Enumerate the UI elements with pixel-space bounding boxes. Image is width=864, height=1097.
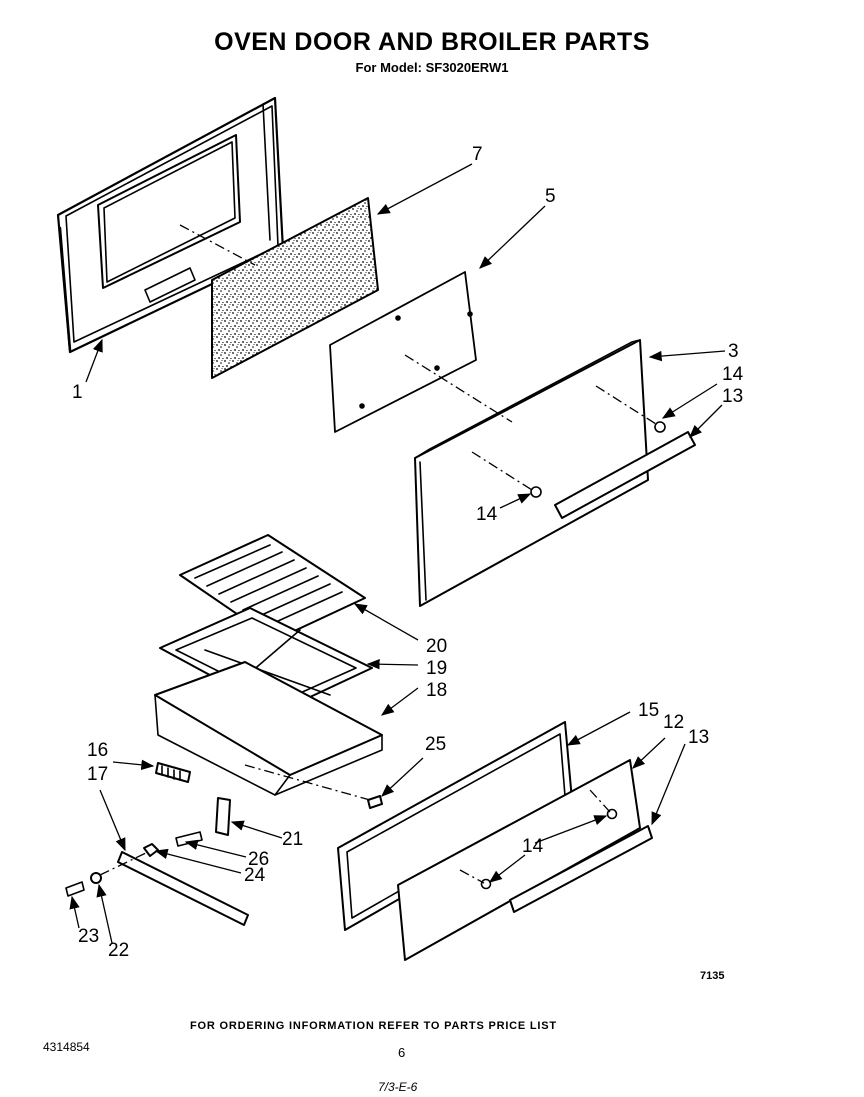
part-label-16: 16 [87,740,108,761]
broiler-heat-shield [155,762,191,783]
broiler-grid [179,534,366,641]
document-number: 4314854 [43,1040,90,1054]
page-number: 6 [398,1045,406,1060]
part-label-13-lower: 13 [688,727,709,748]
broiler-clip [367,795,383,809]
inner-door-panel [329,271,477,433]
part-label-18: 18 [426,680,447,701]
handle-spacer-lower [480,808,618,890]
insulation-pad [211,197,379,379]
part-label-12: 12 [663,712,684,733]
part-label-5: 5 [545,186,556,207]
part-label-15: 15 [638,700,659,721]
part-label-26: 26 [248,849,269,870]
part-label-14-upper-left: 14 [476,504,498,525]
assembly-center-lines [99,224,657,884]
part-label-17: 17 [87,764,108,785]
rail-washer [90,872,102,884]
part-label-25: 25 [425,734,446,755]
part-number-labels: 1 3 5 7 13 14 14 20 19 18 16 17 25 15 12… [72,144,744,961]
callout-leader-lines [69,163,726,944]
broiler-pan [154,661,383,796]
handle-spacer-upper [530,421,666,498]
part-label-7: 7 [472,144,483,165]
model-subtitle: For Model: SF3020ERW1 [355,60,509,75]
ordering-info-note: FOR ORDERING INFORMATION REFER TO PARTS … [190,1020,557,1032]
figure-number: 7135 [700,970,725,982]
part-label-1: 1 [72,382,83,403]
door-handle-upper [554,431,696,519]
part-label-19: 19 [426,658,447,679]
rail-screw [65,881,85,897]
part-label-20: 20 [426,636,447,657]
part-label-22: 22 [108,940,129,961]
part-label-14-lower: 14 [522,836,544,857]
broiler-slide-rail [117,851,249,926]
broiler-latch [215,797,231,836]
part-label-23: 23 [78,926,99,947]
latch-screw [175,831,203,847]
part-label-14-upper-right: 14 [722,364,744,385]
part-label-21: 21 [282,829,303,850]
part-label-13-upper: 13 [722,386,743,407]
outer-door-panel [414,339,649,607]
page-title: OVEN DOOR AND BROILER PARTS [214,28,650,56]
part-label-3: 3 [728,341,739,362]
handwritten-note: 7/3-E-6 [378,1080,418,1094]
part-label-24: 24 [244,865,266,886]
door-handle-lower [509,825,653,913]
slide-nut [143,843,159,857]
